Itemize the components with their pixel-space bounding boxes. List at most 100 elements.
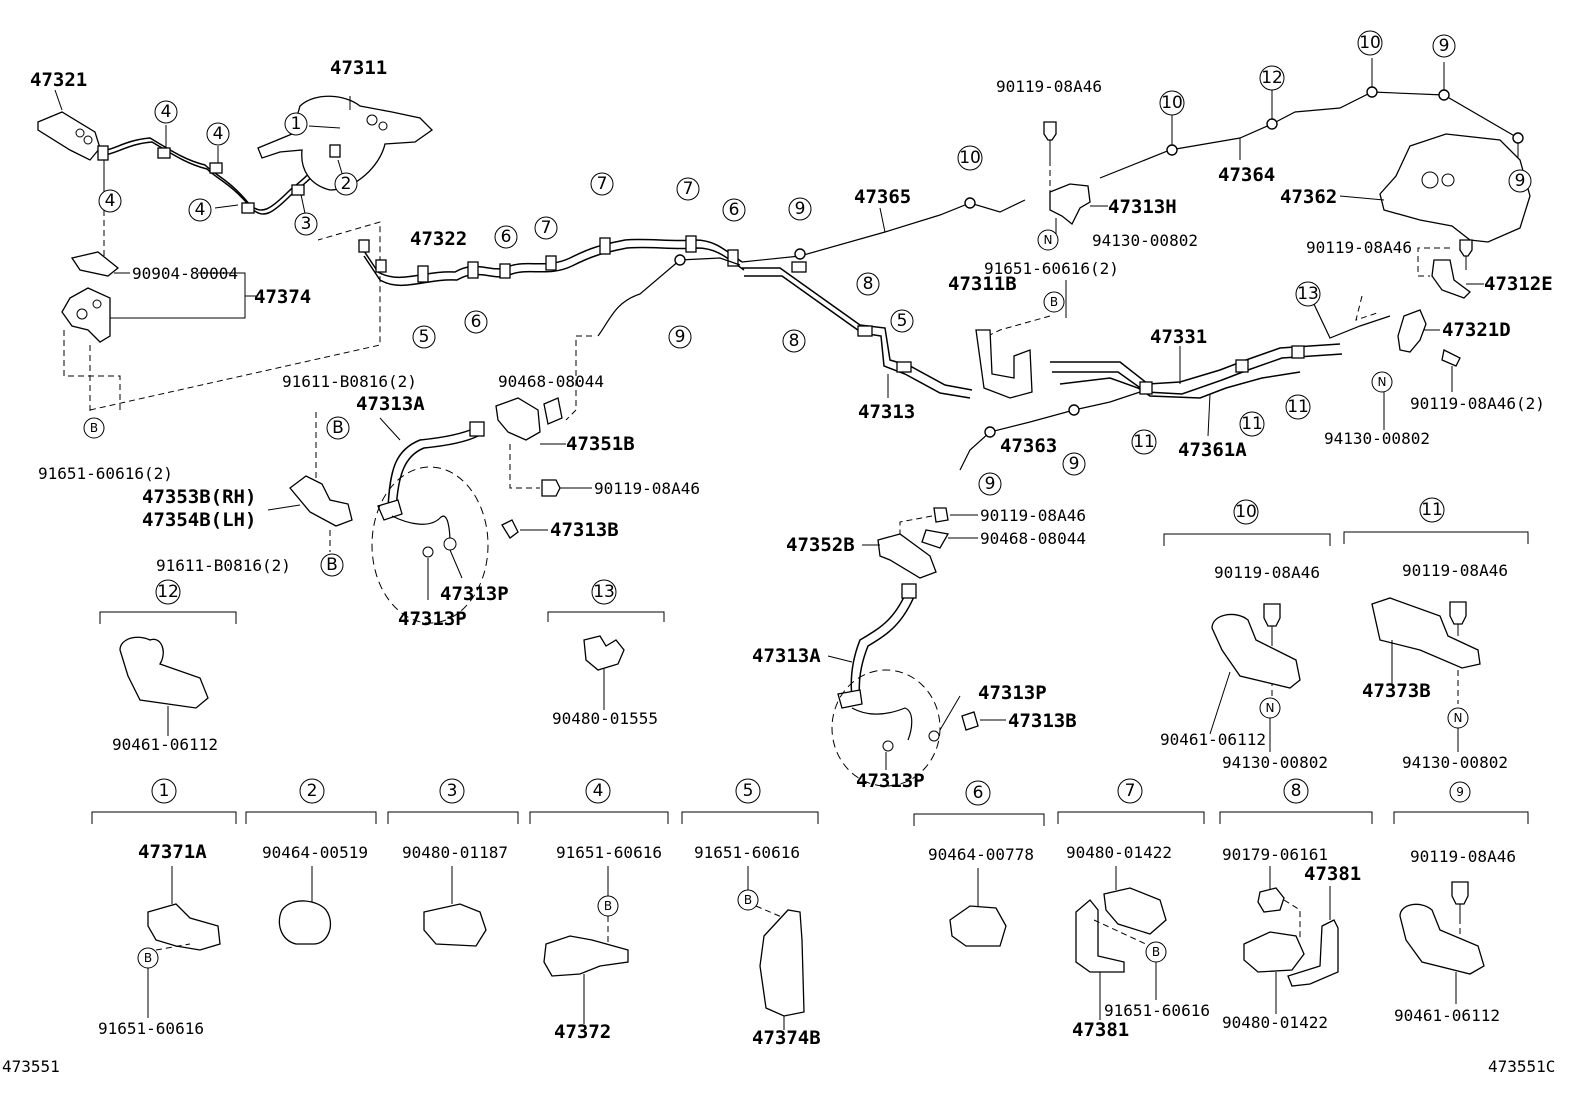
label-47381b: 47381 [1304, 863, 1361, 885]
hose-47313A-2 [850, 587, 909, 699]
label-47311: 47311 [330, 57, 387, 79]
label-90119-top: 90119-08A46 [996, 77, 1102, 96]
label-47331: 47331 [1150, 326, 1207, 348]
label-91651-4: 91651-60616 [556, 843, 662, 862]
svg-text:B: B [326, 555, 338, 575]
svg-text:8: 8 [1291, 781, 1302, 801]
svg-text:10: 10 [1359, 33, 1381, 53]
svg-text:B: B [744, 893, 752, 907]
clamp-inset-10 [1211, 613, 1301, 689]
label-47353B: 47353B(RH) [142, 486, 256, 508]
label-47374: 47374 [254, 286, 311, 308]
svg-text:10: 10 [1235, 502, 1257, 522]
svg-text:8: 8 [863, 274, 874, 294]
label-91651-1: 91651-60616 [98, 1019, 204, 1038]
svg-text:5: 5 [897, 311, 908, 331]
label-47361A: 47361A [1178, 439, 1247, 461]
clamp-90904 [70, 251, 120, 277]
label-91651-left: 91651-60616(2) [38, 464, 173, 483]
label-47381a: 47381 [1072, 1019, 1129, 1041]
label-90179: 90179-06161 [1222, 845, 1328, 864]
svg-text:6: 6 [973, 783, 984, 803]
svg-text:N: N [1378, 375, 1387, 389]
clip-inset-13 [583, 635, 625, 671]
bracket-inset-8 [1287, 919, 1339, 987]
bracket-47353B [289, 475, 353, 527]
label-47313P-2: 47313P [398, 608, 467, 630]
label-47313A-2: 47313A [752, 645, 821, 667]
bracket-47311B-group: 91651-60616(2) 47311B [948, 259, 1119, 399]
label-90904: 90904-80004 [132, 264, 238, 283]
label-90480-01422b: 90480-01422 [1222, 1013, 1328, 1032]
label-47373B: 47373B [1362, 680, 1431, 702]
label-90480-01422a: 90480-01422 [1066, 843, 1172, 862]
svg-text:11: 11 [1241, 414, 1263, 434]
svg-text:B: B [1050, 295, 1058, 309]
bracket-47352B [877, 533, 937, 579]
svg-text:9: 9 [1069, 454, 1080, 474]
svg-text:4: 4 [105, 191, 116, 211]
label-47313B-2: 47313B [1008, 710, 1077, 732]
svg-text:B: B [90, 421, 98, 435]
label-90119-right: 90119-08A46 [1306, 238, 1412, 257]
label-47313B-1: 47313B [550, 519, 619, 541]
label-47363: 47363 [1000, 435, 1057, 457]
bracket-47321 [37, 111, 101, 161]
top-right-group: 90119-08A46 47313H 94130-00802 47364 473… [996, 58, 1553, 299]
clamp-inset-4 [543, 935, 629, 977]
label-47364: 47364 [1218, 164, 1275, 186]
label-47322: 47322 [410, 228, 467, 250]
svg-text:B: B [1152, 945, 1160, 959]
label-94130-right: 94130-00802 [1324, 429, 1430, 448]
label-90468-1: 90468-08044 [498, 372, 604, 391]
svg-text:7: 7 [597, 174, 608, 194]
label-47374B: 47374B [752, 1027, 821, 1049]
label-47351B: 47351B [566, 433, 635, 455]
label-90119-right2: 90119-08A46(2) [1410, 394, 1545, 413]
label-94130-top: 94130-00802 [1092, 231, 1198, 250]
label-47313H: 47313H [1108, 196, 1177, 218]
svg-text:B: B [332, 418, 344, 438]
label-90464-00778: 90464-00778 [928, 845, 1034, 864]
label-47312E: 47312E [1484, 273, 1553, 295]
svg-text:6: 6 [729, 200, 740, 220]
label-90119-11: 90119-08A46 [1402, 561, 1508, 580]
label-47352B: 47352B [786, 534, 855, 556]
label-91651-mid: 91651-60616(2) [984, 259, 1119, 278]
svg-text:7: 7 [1125, 781, 1136, 801]
bracket-inset-7 [1075, 899, 1125, 973]
clip-inset-7 [1103, 887, 1167, 935]
label-91611-top: 91611-B0816(2) [282, 372, 417, 391]
svg-text:N: N [1266, 701, 1275, 715]
rear-hose-group: 90119-08A46 90468-08044 47352B 47313A 47… [752, 506, 1086, 792]
clip-inset-2 [278, 900, 331, 945]
svg-text:2: 2 [341, 174, 352, 194]
bracket-47321D [1397, 309, 1427, 353]
label-47371A: 47371A [138, 841, 207, 863]
label-47321D: 47321D [1442, 319, 1511, 341]
main-pipe-center: 47365 47313 [597, 186, 1026, 423]
svg-text:11: 11 [1421, 500, 1443, 520]
label-47313A-1: 47313A [356, 393, 425, 415]
svg-text:9: 9 [795, 199, 806, 219]
label-90119-a: 90119-08A46 [594, 479, 700, 498]
clamp-inset-9 [1399, 903, 1485, 975]
svg-text:4: 4 [593, 781, 604, 801]
label-47362: 47362 [1280, 186, 1337, 208]
label-94130-11: 94130-00802 [1402, 753, 1508, 772]
svg-text:11: 11 [1133, 432, 1155, 452]
svg-text:13: 13 [593, 582, 615, 602]
label-90119-10: 90119-08A46 [1214, 563, 1320, 582]
clamp-inset-5 [759, 909, 805, 1017]
label-47354B: 47354B(LH) [142, 509, 256, 531]
clip-inset-6 [949, 905, 1007, 947]
detail-insets: 12 90461-06112 13 90480-01555 10 90119-0… [91, 497, 1529, 1049]
svg-text:1: 1 [291, 114, 302, 134]
label-91611-bot: 91611-B0816(2) [156, 556, 291, 575]
svg-text:9: 9 [1515, 171, 1526, 191]
label-47321: 47321 [30, 69, 87, 91]
label-90480-01187: 90480-01187 [402, 843, 508, 862]
svg-text:B: B [604, 899, 612, 913]
label-90468-2: 90468-08044 [980, 529, 1086, 548]
